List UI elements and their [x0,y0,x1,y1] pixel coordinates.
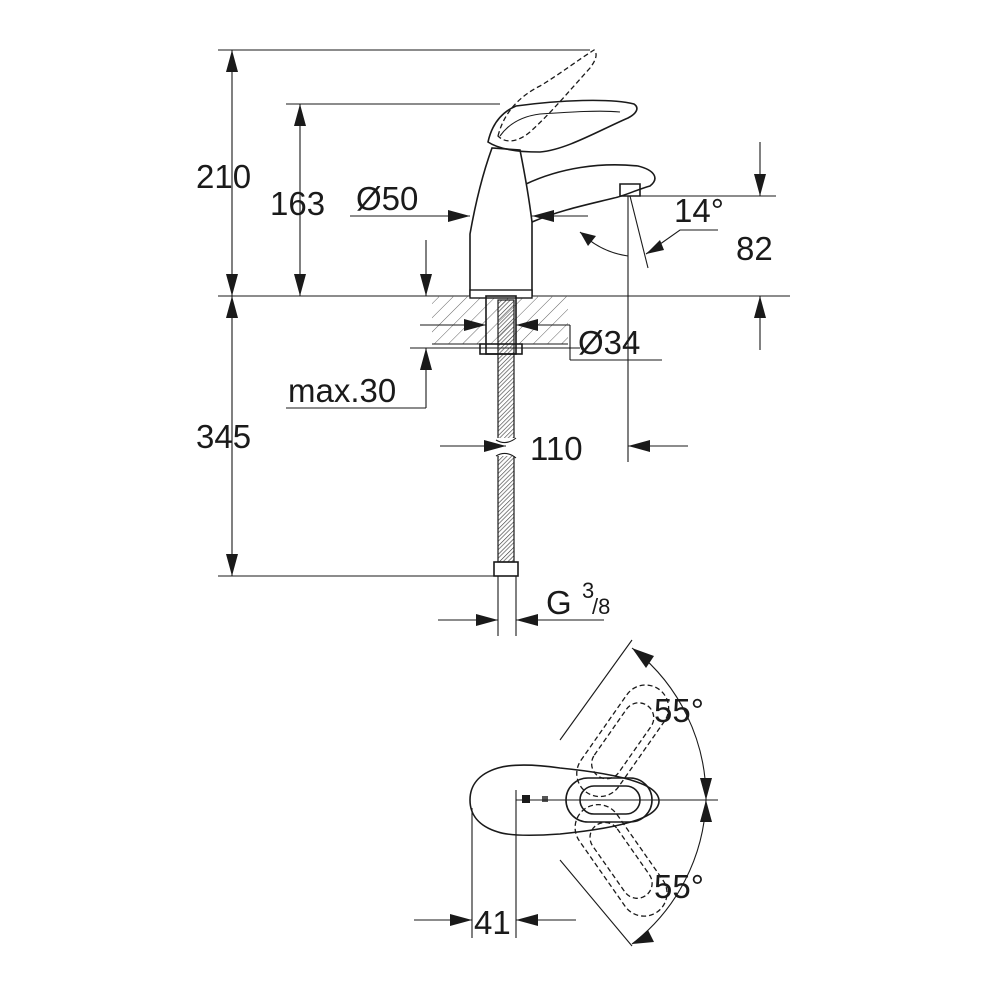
label-body-diameter: Ø50 [356,180,418,217]
dim-total-height: 210 [196,49,590,296]
dim-lever-offset: 41 [414,904,576,941]
label-thread-prefix: G [546,584,572,621]
label-lever-angle-down: 55° [654,868,704,905]
top-view: 55° 55° 41 [414,639,718,947]
dim-outlet-height: 82 [640,142,776,350]
label-outlet-height: 82 [736,230,773,267]
label-total-height: 210 [196,158,251,195]
dim-max-deck: max.30 [286,240,432,409]
dim-lever-angle-up: 55° [559,639,712,801]
faucet-body [469,147,533,296]
dim-spout-reach: 110 [440,262,688,467]
label-lever-offset: 41 [474,904,511,941]
side-view: 210 163 Ø50 14° [196,49,790,636]
label-spout-reach: 110 [530,430,583,467]
label-base-diameter: Ø34 [578,324,640,361]
dim-base-diameter: Ø34 [420,319,662,361]
label-hose-length: 345 [196,418,251,455]
dim-connection-thread: G 3 /8 [438,576,610,636]
lever [487,99,638,153]
lever-raised [497,49,597,142]
label-spout-angle: 14° [674,192,724,229]
label-max-deck: max.30 [288,372,396,409]
spout [525,164,656,223]
label-thread-den: /8 [592,594,610,619]
label-thread-num: 3 [582,578,594,603]
lever-inner [499,110,621,137]
dim-hose-length: 345 [196,296,498,577]
dim-spout-height: 163 [270,103,500,296]
lever-swing-down [574,803,668,917]
dim-spout-angle: 14° [579,192,724,269]
temp-indicator-hot [522,795,530,803]
label-spout-height: 163 [270,185,325,222]
flex-hose [497,299,515,563]
temp-indicator-cold [542,796,548,802]
label-lever-angle-up: 55° [654,692,704,729]
hose-connector [493,561,519,577]
dim-lever-angle-down: 55° [559,799,712,947]
dim-body-diameter: Ø50 [350,180,588,222]
fixing-nut [479,343,523,355]
top-body [469,764,660,837]
lever-swing-up [576,684,670,798]
